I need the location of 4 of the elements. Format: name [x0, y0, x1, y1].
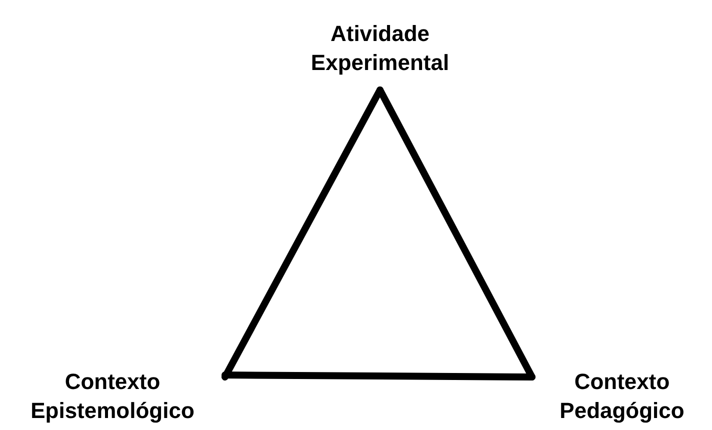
vertex-label: Contexto Pedagógico — [532, 362, 712, 430]
triangle-side-line — [222, 372, 536, 380]
vertex-label: Atividade Experimental — [290, 6, 470, 90]
vertex-label: Contexto Epistemológico — [0, 362, 225, 430]
